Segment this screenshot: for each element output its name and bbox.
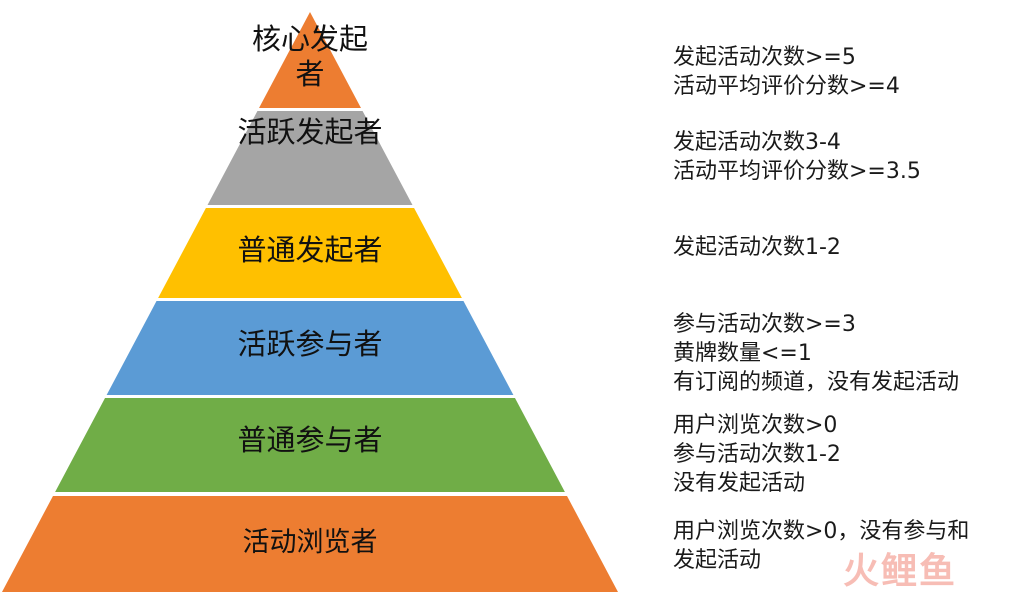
criteria-line: 没有发起活动 (673, 471, 806, 496)
criteria-line: 用户浏览次数>0 (673, 413, 838, 438)
pyramid-level-label: 普通发起者 (237, 233, 383, 267)
pyramid-level-label: 普通参与者 (237, 423, 383, 457)
criteria-line: 发起活动次数1-2 (673, 235, 841, 260)
pyramid-level-2 (207, 111, 413, 205)
criteria-block-3: 发起活动次数1-2 (673, 233, 841, 262)
criteria-block-1: 发起活动次数>=5 活动平均评价分数>=4 (673, 43, 900, 101)
criteria-line: 参与活动次数>=3 (673, 312, 856, 337)
criteria-line: 黄牌数量<=1 (673, 341, 812, 366)
criteria-line: 参与活动次数1-2 (673, 442, 841, 467)
criteria-line: 发起活动次数3-4 (673, 130, 841, 155)
pyramid-level-3 (158, 208, 462, 298)
pyramid-level-1 (259, 12, 361, 108)
pyramid-level-label: 活跃参与者 (237, 327, 383, 361)
pyramid-level-label: 核心发起者 (251, 22, 368, 92)
criteria-line: 发起活动次数>=5 (673, 45, 856, 70)
criteria-line: 活动平均评价分数>=3.5 (673, 159, 921, 184)
criteria-line: 有订阅的频道，没有发起活动 (673, 370, 960, 395)
pyramid-level-6 (2, 496, 618, 592)
criteria-line: 发起活动 (673, 548, 762, 573)
criteria-block-2: 发起活动次数3-4 活动平均评价分数>=3.5 (673, 128, 921, 186)
criteria-block-4: 参与活动次数>=3 黄牌数量<=1 有订阅的频道，没有发起活动 (673, 310, 959, 397)
pyramid-level-label: 活动浏览者 (242, 527, 378, 558)
criteria-line: 用户浏览次数>0，没有参与和 (673, 519, 970, 544)
pyramid-level-5 (55, 398, 565, 492)
watermark-logo: 火鲤鱼 (843, 551, 958, 592)
criteria-line: 活动平均评价分数>=4 (673, 74, 900, 99)
pyramid-level-4 (106, 301, 514, 395)
pyramid-level-label: 活跃发起者 (237, 115, 383, 149)
criteria-block-5: 用户浏览次数>0 参与活动次数1-2 没有发起活动 (673, 411, 841, 498)
criteria-block-6: 用户浏览次数>0，没有参与和发起活动 (673, 517, 969, 575)
